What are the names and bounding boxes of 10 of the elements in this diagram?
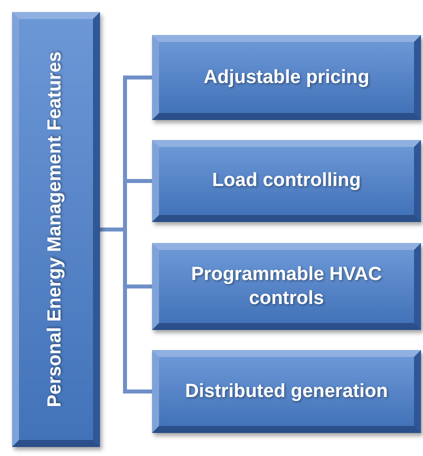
feature-label: Load controlling [212, 169, 361, 193]
vertical-title-box [12, 12, 100, 447]
feature-box [152, 140, 421, 222]
feature-box [152, 35, 421, 120]
feature-label: Distributed generation [185, 380, 388, 404]
title-text: Personal Energy Management Features [44, 50, 67, 410]
feature-box [152, 243, 421, 330]
feature-box [152, 350, 421, 433]
feature-label: Programmable HVAC controls [190, 262, 383, 310]
feature-label: Adjustable pricing [204, 66, 370, 90]
